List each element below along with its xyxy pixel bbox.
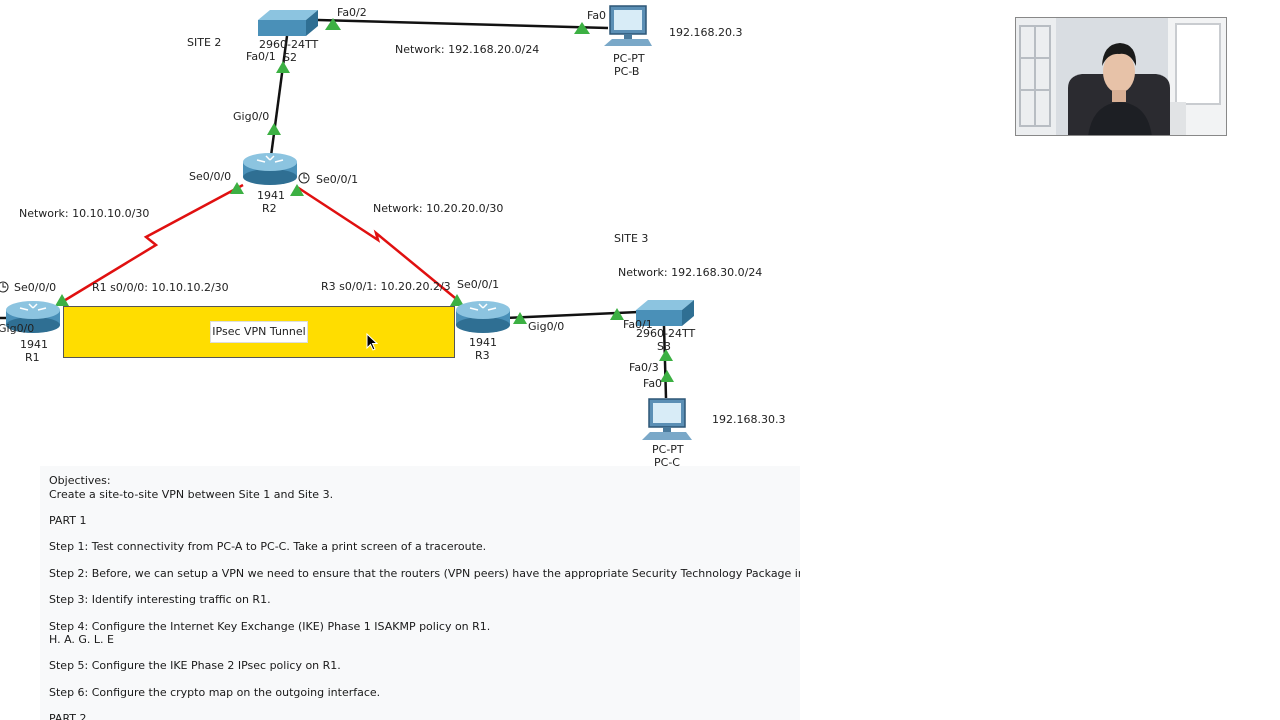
- r1-name-label: R1: [25, 351, 40, 364]
- s3-fa03-label: Fa0/3: [629, 361, 659, 374]
- router-r2-icon[interactable]: [243, 153, 297, 185]
- objectives-intro: Create a site-to-site VPN between Site 1…: [49, 488, 333, 501]
- link-s2-pcb: [318, 20, 608, 28]
- objectives-panel: Objectives: Create a site-to-site VPN be…: [40, 466, 800, 720]
- step-6: Step 6: Configure the crypto map on the …: [49, 686, 380, 699]
- mouse-cursor-icon: [366, 333, 378, 351]
- r1-gig00-label: Gig0/0: [0, 322, 34, 335]
- step-4-note: H. A. G. L. E: [49, 633, 114, 646]
- network-site3-label: Network: 192.168.30.0/24: [618, 266, 762, 279]
- step-3: Step 3: Identify interesting traffic on …: [49, 593, 271, 606]
- webcam-video: [1015, 17, 1227, 136]
- pcc-ip-label: 192.168.30.3: [712, 413, 785, 426]
- step-1: Step 1: Test connectivity from PC-A to P…: [49, 540, 486, 553]
- r2-se000-label: Se0/0/0: [189, 170, 231, 183]
- step-5: Step 5: Configure the IKE Phase 2 IPsec …: [49, 659, 341, 672]
- pc-b-icon[interactable]: [604, 6, 652, 46]
- presenter-video-icon: [1016, 18, 1227, 136]
- part-1-heading: PART 1: [49, 514, 87, 527]
- s3-model-label: 2960-24TT: [636, 327, 695, 340]
- step-4: Step 4: Configure the Internet Key Excha…: [49, 620, 490, 633]
- pcc-type-label: PC-PT: [652, 443, 684, 456]
- part-2-heading: PART 2: [49, 712, 87, 720]
- site-2-label: SITE 2: [187, 36, 221, 49]
- router-r3-icon[interactable]: [456, 301, 510, 333]
- network-r1-r2-label: Network: 10.10.10.0/30: [19, 207, 149, 220]
- r3-name-label: R3: [475, 349, 490, 362]
- pc-c-icon[interactable]: [642, 399, 692, 440]
- pcb-name-label: PC-B: [614, 65, 639, 78]
- r3-link-address-label: R3 s0/0/1: 10.20.20.2/3: [321, 280, 451, 293]
- r3-model-label: 1941: [469, 336, 497, 349]
- r3-se001-label: Se0/0/1: [457, 278, 499, 291]
- clock-icon: [0, 282, 8, 292]
- s2-fa02-label: Fa0/2: [337, 6, 367, 19]
- s3-name-label: S3: [657, 340, 671, 353]
- step-2: Step 2: Before, we can setup a VPN we ne…: [49, 567, 800, 580]
- objectives-heading: Objectives:: [49, 474, 111, 487]
- r2-name-label: R2: [262, 202, 277, 215]
- r3-gig00-label: Gig0/0: [528, 320, 564, 333]
- tunnel-label: IPsec VPN Tunnel: [210, 321, 308, 343]
- switch-s2-icon[interactable]: [258, 10, 318, 36]
- r1-se000-label: Se0/0/0: [14, 281, 56, 294]
- pcb-fa0-label: Fa0: [587, 9, 606, 22]
- pcb-ip-label: 192.168.20.3: [669, 26, 742, 39]
- ipsec-vpn-tunnel[interactable]: IPsec VPN Tunnel: [63, 306, 455, 358]
- clock-icon: [299, 173, 309, 183]
- s2-fa01-label: Fa0/1: [246, 50, 276, 63]
- r1-link-address-label: R1 s0/0/0: 10.10.10.2/30: [92, 281, 229, 294]
- pcb-type-label: PC-PT: [613, 52, 645, 65]
- network-site2-label: Network: 192.168.20.0/24: [395, 43, 539, 56]
- r2-model-label: 1941: [257, 189, 285, 202]
- pcc-fa0-label: Fa0: [643, 377, 662, 390]
- network-r2-r3-label: Network: 10.20.20.0/30: [373, 202, 503, 215]
- topology-canvas: [0, 0, 1010, 470]
- s2-name-label: S2: [283, 51, 297, 64]
- site-3-label: SITE 3: [614, 232, 648, 245]
- r2-gig00-label: Gig0/0: [233, 110, 269, 123]
- r1-model-label: 1941: [20, 338, 48, 351]
- r2-se001-label: Se0/0/1: [316, 173, 358, 186]
